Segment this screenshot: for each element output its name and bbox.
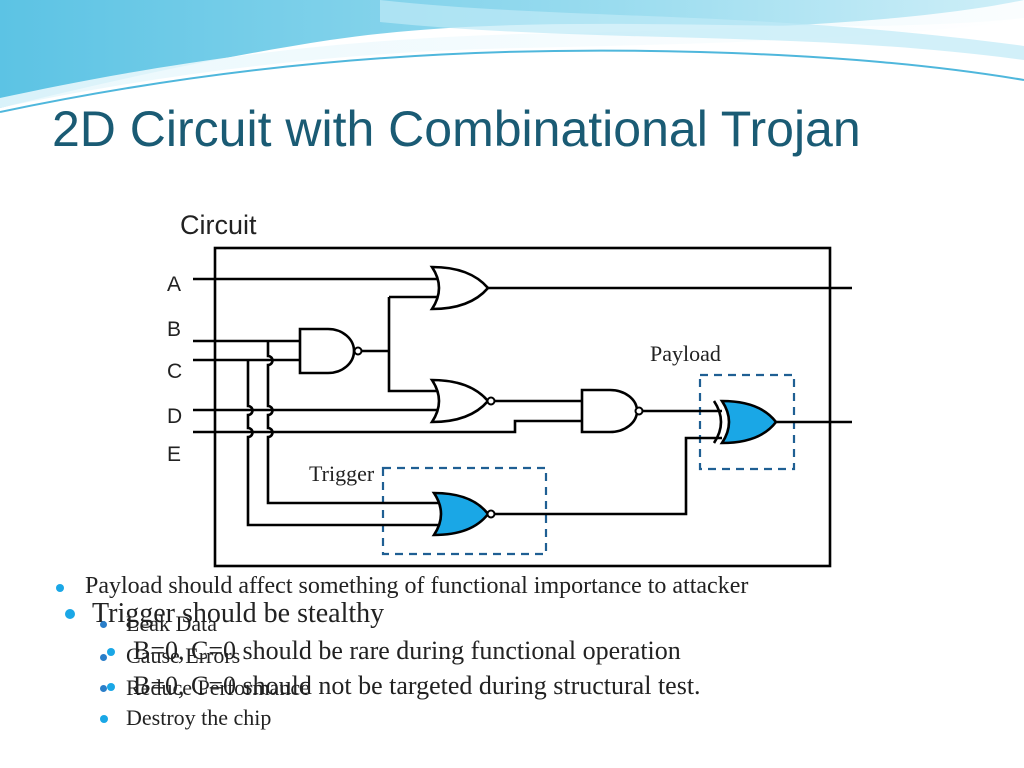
sub-bullet-dot	[107, 683, 115, 691]
trigger-box	[381, 466, 548, 556]
and-gate-1	[298, 327, 363, 375]
circuit-heading: Circuit	[180, 210, 257, 240]
slide-title: 2D Circuit with Combinational Trojan	[52, 101, 861, 157]
input-label-c: C	[167, 360, 182, 383]
sub-bullet-dot	[100, 685, 107, 692]
bullet-structural-test: B=0, C=0 should not be targeted during s…	[133, 671, 701, 700]
bullet-payload: Payload should affect something of funct…	[85, 573, 749, 599]
bullet-dot	[65, 609, 75, 619]
input-label-d: D	[167, 405, 182, 428]
trigger-label: Trigger	[309, 461, 375, 486]
sub-bullet-destroy-chip: Destroy the chip	[126, 705, 272, 730]
sub-bullet-dot	[100, 621, 107, 628]
circuit-border	[213, 246, 832, 568]
sub-bullet-dot	[107, 648, 115, 656]
bullet-dot	[56, 584, 64, 592]
circuit-wires	[193, 277, 852, 527]
bullet-rare-condition: B=0, C=0 should be rare during functiona…	[133, 636, 681, 665]
input-label-e: E	[167, 443, 181, 466]
input-label-a: A	[167, 273, 181, 296]
sub-bullet-leak-data: Leak Data	[126, 611, 217, 636]
or-gate-2	[429, 378, 496, 424]
trojan-xor-gate	[712, 399, 778, 445]
trojan-nor-gate	[431, 491, 496, 537]
sub-bullet-cause-errors: Cause Errors	[126, 643, 241, 668]
sub-bullet-dot	[100, 715, 108, 723]
bullet-trigger: Trigger should be stealthy	[92, 598, 385, 629]
and-gate-2	[580, 388, 644, 434]
sub-bullet-dot	[100, 654, 107, 661]
payload-label: Payload	[650, 341, 721, 366]
input-label-b: B	[167, 318, 181, 341]
or-gate-1	[429, 265, 490, 311]
sub-bullet-reduce-performance: Reduce Performance	[126, 675, 310, 700]
